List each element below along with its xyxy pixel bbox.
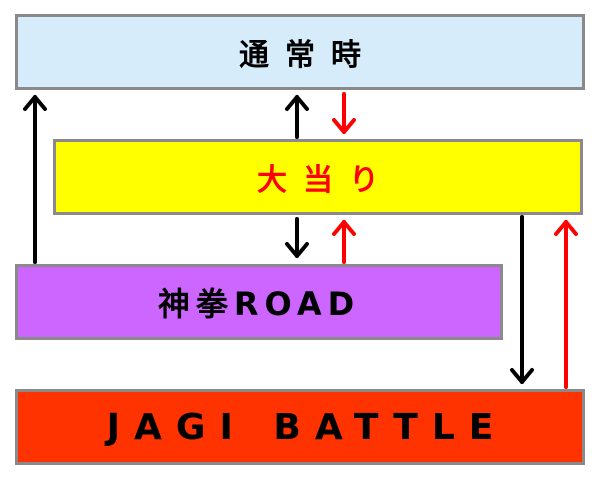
state-normal: 通常時 <box>15 14 585 90</box>
state-jackpot-label: 大当り <box>257 163 395 198</box>
state-battle-label: JAGI BATTLE <box>106 406 508 448</box>
state-normal-label: 通常時 <box>239 38 377 73</box>
arrow-battle-to-jackpot <box>554 220 578 389</box>
state-battle: JAGI BATTLE <box>15 389 585 465</box>
arrow-jackpot-to-road <box>285 217 309 258</box>
arrow-normal-to-jackpot <box>332 92 356 134</box>
arrow-road-to-jackpot <box>332 220 356 264</box>
arrow-road-to-normal <box>23 95 47 264</box>
arrow-jackpot-to-normal <box>285 95 309 139</box>
state-jackpot: 大当り <box>53 139 583 215</box>
state-road: 神拳ROAD <box>15 264 503 340</box>
arrow-jackpot-to-battle <box>510 215 534 384</box>
state-road-label: 神拳ROAD <box>157 285 361 323</box>
